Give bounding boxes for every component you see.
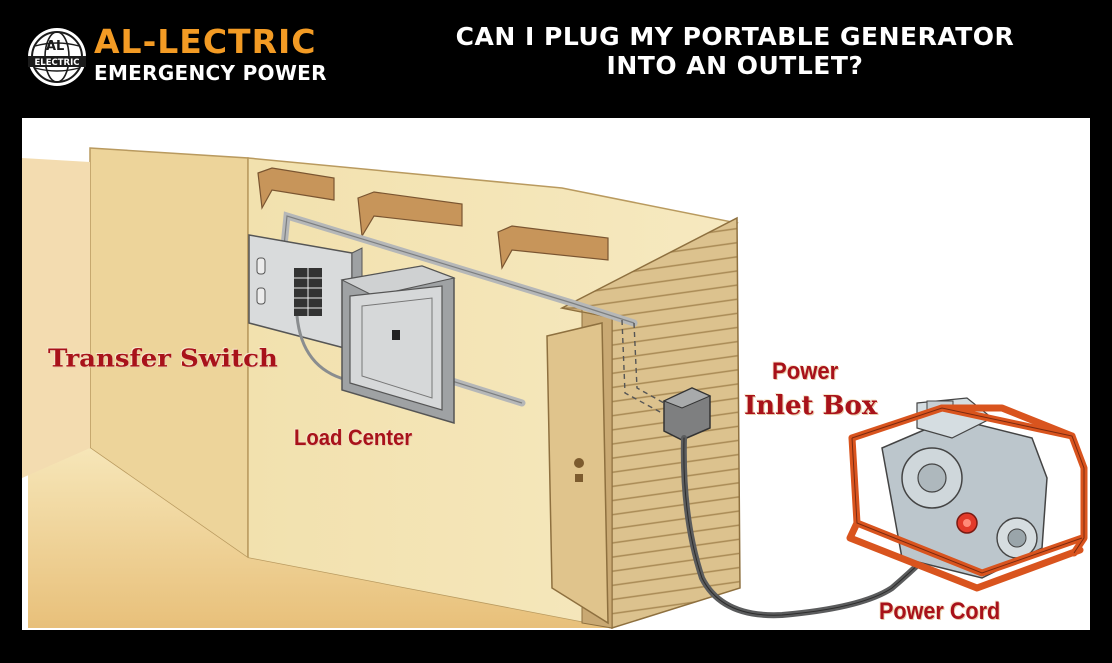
power-cord-label: Power Cord <box>879 598 1001 625</box>
diagram-panel: Transfer Switch Load Center Power Inlet … <box>22 118 1090 630</box>
page-title: CAN I PLUG MY PORTABLE GENERATOR INTO AN… <box>395 22 1075 80</box>
joist-icon <box>257 167 609 270</box>
globe-logo-icon: AL ELECTRIC <box>28 28 86 86</box>
generator-wiring-diagram <box>22 147 1088 630</box>
load-center-label: Load Center <box>294 425 413 450</box>
power-inlet-label-line-1: Power <box>772 358 839 385</box>
generator-icon <box>846 397 1088 592</box>
badge-text: ELECTRIC <box>34 58 79 68</box>
power-inlet-label-line-2: Inlet Box <box>744 391 878 421</box>
header: AL ELECTRIC AL-LECTRIC EMERGENCY POWER C… <box>0 0 1112 118</box>
power-inlet-box-icon <box>662 387 712 441</box>
svg-text:AL: AL <box>46 39 64 54</box>
transfer-switch-icon <box>248 234 363 382</box>
floor <box>28 448 612 628</box>
brand-name: AL-LECTRIC <box>94 22 317 61</box>
title-line-2: INTO AN OUTLET? <box>606 51 864 80</box>
brand-logo[interactable]: AL ELECTRIC AL-LECTRIC EMERGENCY POWER <box>26 20 346 90</box>
brand-tagline: EMERGENCY POWER <box>94 61 327 85</box>
title-line-1: CAN I PLUG MY PORTABLE GENERATOR <box>455 22 1015 51</box>
transfer-switch-label: Transfer Switch <box>48 344 278 374</box>
door-icon <box>546 322 609 625</box>
load-center-icon <box>340 265 456 425</box>
